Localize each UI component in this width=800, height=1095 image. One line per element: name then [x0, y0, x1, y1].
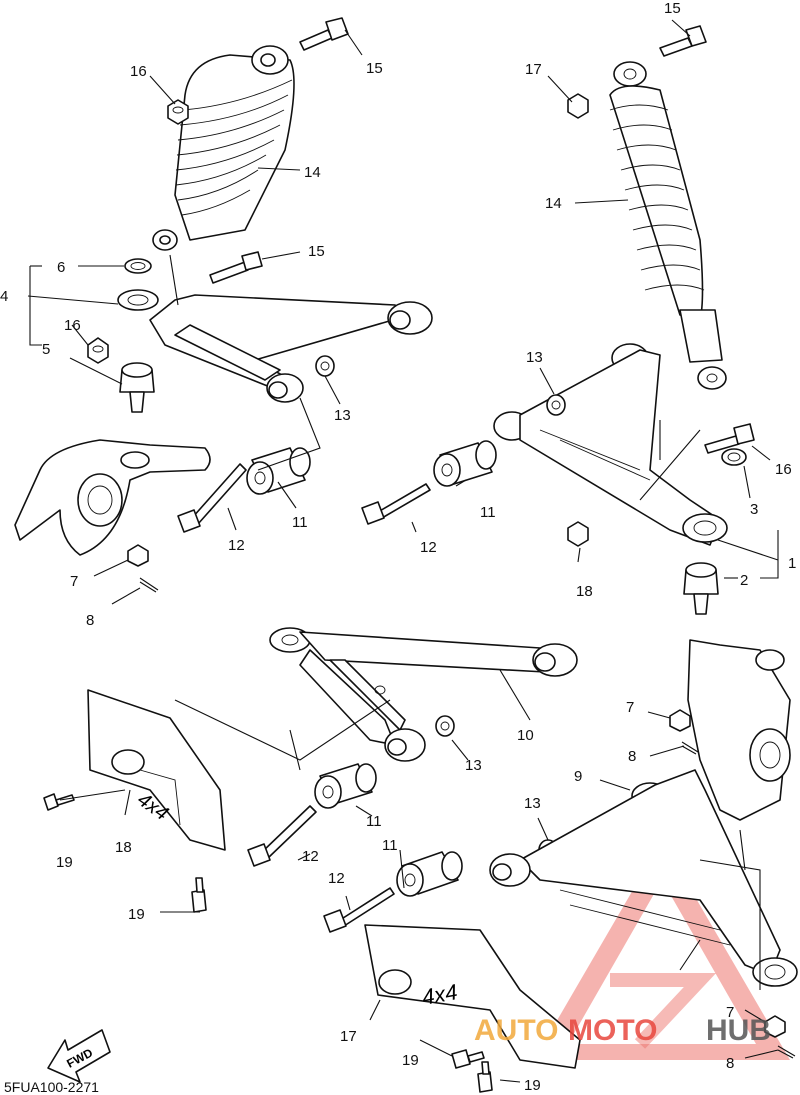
callout-1: 1: [788, 555, 796, 572]
bolt-12-right: [361, 483, 431, 525]
nut-7-right-mid: [669, 709, 691, 732]
upper-arm-right: [493, 343, 728, 546]
callout-19: 19: [524, 1077, 541, 1094]
bolt-19-lower-left: [191, 877, 207, 913]
lower-arm-9: [489, 769, 798, 987]
callout-16: 18: [576, 583, 593, 600]
callout-19: 19: [402, 1052, 419, 1069]
cotter-pin-8-right-mid: [681, 741, 699, 755]
bushing-11-right: [433, 440, 497, 487]
bolt-19-bottom-b: [477, 1061, 493, 1093]
callout-7: 7: [726, 1004, 734, 1021]
leader-lines: [27, 19, 779, 1083]
circlip-6: [124, 258, 152, 274]
callout-12: 12: [420, 539, 437, 556]
callout-11: 11: [480, 504, 496, 521]
callout-8: 8: [628, 748, 636, 765]
nut-16-top-right: [567, 93, 589, 119]
callout-15: 15: [308, 243, 325, 260]
callout-11: 11: [292, 514, 308, 531]
bolt-12-lower: [323, 887, 395, 933]
watermark-hub: HUB: [706, 1014, 771, 1047]
bolt-15-top-left: [299, 17, 349, 51]
bolt-15-mid-left: [209, 251, 263, 284]
callout-9: 9: [574, 768, 582, 785]
nut-16-top-left: [167, 99, 189, 125]
callout-15: 15: [664, 0, 681, 17]
nut-7-bottom-right: [764, 1015, 786, 1038]
skid-plate-18: [87, 689, 226, 851]
bolt-12-left: [177, 463, 247, 533]
callout-7: 7: [626, 699, 634, 716]
callout-15: 15: [366, 60, 383, 77]
washer-13-middle: [435, 715, 455, 737]
ball-joint-5: [119, 362, 155, 413]
callout-11: 11: [366, 813, 382, 830]
decal-4x4-17: 4x4: [420, 979, 459, 1010]
callout-14: 14: [545, 195, 562, 212]
callout-13: 13: [334, 407, 351, 424]
callout-16: 17: [525, 61, 542, 78]
callout-12: 12: [302, 848, 319, 865]
bolt-15-mid-right: [704, 423, 755, 454]
shock-absorber-left: [152, 45, 295, 251]
cotter-pin-8-bottom-right: [777, 1045, 796, 1059]
watermark-text: AUTO MOTO HUB: [474, 1014, 771, 1047]
callout-6: 6: [57, 259, 65, 276]
knuckle-left: [14, 439, 211, 556]
callout-5: 5: [42, 341, 50, 358]
bolt-19-bottom-a: [451, 1049, 485, 1069]
callout-13: 13: [524, 795, 541, 812]
callout-8: 8: [86, 612, 94, 629]
circlip-3: [721, 448, 747, 466]
diagram-code: 5FUA100-2271: [4, 1079, 99, 1095]
nut-16-right: [567, 521, 589, 547]
callout-11: 11: [382, 837, 398, 854]
lower-arm-10: [269, 627, 578, 762]
fwd-arrow-icon: [47, 1029, 111, 1083]
washer-13-left: [315, 355, 335, 377]
callout-2: 2: [740, 572, 748, 589]
knuckle-right: [687, 639, 791, 821]
bushing-11-middle: [314, 763, 377, 809]
bushing-11-lower: [396, 851, 463, 897]
bolt-15-top-right: [659, 25, 707, 57]
watermark-moto: MOTO: [568, 1014, 657, 1047]
nut-16-mid-left: [87, 337, 109, 364]
callout-15: 16: [775, 461, 792, 478]
callout-17: 17: [340, 1028, 357, 1045]
callout-7: 7: [70, 573, 78, 590]
watermark-auto: AUTO: [474, 1014, 558, 1047]
nut-7-left: [127, 544, 149, 567]
callout-19: 19: [128, 906, 145, 923]
callout-8: 8: [726, 1055, 734, 1072]
bolt-12-middle: [247, 805, 317, 867]
callout-3: 3: [750, 501, 758, 518]
washer-13-right: [546, 394, 566, 416]
callout-18: 18: [115, 839, 132, 856]
upper-arm-left: [117, 289, 433, 403]
callout-13: 13: [526, 349, 543, 366]
ball-joint-2: [683, 562, 719, 615]
callout-13: 13: [465, 757, 482, 774]
callout-16: 16: [64, 317, 81, 334]
callout-16: 16: [130, 63, 147, 80]
skid-plate-17: [364, 924, 581, 1069]
callout-19: 19: [56, 854, 73, 871]
shock-absorber-right: [609, 61, 727, 390]
callout-12: 12: [328, 870, 345, 887]
bushing-11-left: [246, 447, 311, 495]
callout-4: 4: [0, 288, 8, 305]
callout-10: 10: [517, 727, 534, 744]
callout-12: 12: [228, 537, 245, 554]
cotter-pin-8-left: [139, 577, 159, 593]
bolt-19-left: [43, 793, 75, 811]
callout-14: 14: [304, 164, 321, 181]
